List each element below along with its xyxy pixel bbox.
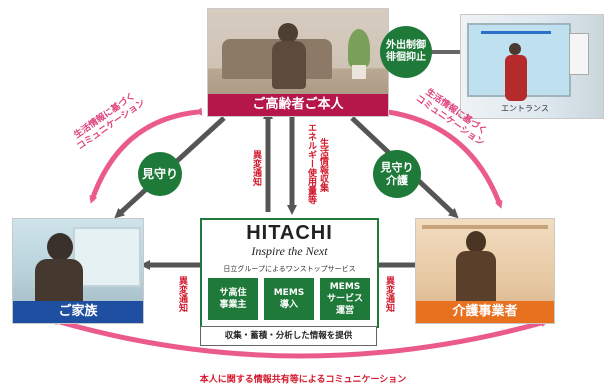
life-info-label: 生活情報収集 bbox=[318, 138, 328, 192]
hitachi-box: HITACHI Inspire the Next 日立グループによるワンストップ… bbox=[200, 218, 379, 328]
anomaly-left-label: 異変通知 bbox=[177, 276, 187, 312]
hitachi-tagline: Inspire the Next bbox=[251, 244, 328, 258]
hitachi-subtitle: 日立グループによるワンストップサービス bbox=[223, 265, 356, 273]
person-silhouette bbox=[278, 23, 298, 43]
plant-shape bbox=[348, 29, 370, 67]
info-box: 収集・蓄積・分析した情報を提供 bbox=[200, 326, 377, 346]
care-person bbox=[466, 231, 486, 253]
entrance-person bbox=[509, 43, 521, 55]
entrance-photo: エントランス bbox=[460, 14, 604, 119]
energy-label: エネルギー使用量等 bbox=[306, 123, 316, 204]
care-photo: 介護事業者 bbox=[415, 218, 555, 324]
care-caption: 介護事業者 bbox=[416, 301, 554, 323]
entrance-label: エントランス bbox=[501, 104, 549, 113]
arrow-elderly-family bbox=[89, 107, 203, 204]
arrow-family-care bbox=[55, 317, 549, 359]
service-box-3: MEMS サービス 運営 bbox=[320, 278, 370, 320]
mimamori-left-circle: 見守り bbox=[138, 152, 182, 196]
elderly-caption: ご高齢者ご本人 bbox=[208, 94, 388, 116]
arrow-elderly-care bbox=[383, 107, 503, 209]
service-box-2: MEMS 導入 bbox=[264, 278, 314, 320]
family-caption: ご家族 bbox=[13, 301, 143, 323]
door-arrows bbox=[481, 31, 551, 34]
family-person bbox=[47, 233, 73, 261]
anomaly-top-label: 異変通知 bbox=[251, 150, 261, 186]
hitachi-logo: HITACHI bbox=[246, 222, 333, 244]
entrance-control-circle: 外出制御 徘徊抑止 bbox=[380, 26, 432, 78]
family-photo: ご家族 bbox=[12, 218, 144, 324]
service-box-1: サ高住 事業主 bbox=[208, 278, 258, 320]
elderly-photo: ご高齢者ご本人 bbox=[207, 8, 389, 117]
bottom-comm-label: 本人に関する情報共有等によるコミュニケーション bbox=[199, 375, 407, 385]
mimamori-right-circle: 見守り 介護 bbox=[373, 150, 421, 198]
anomaly-right-label: 異変通知 bbox=[384, 276, 394, 312]
